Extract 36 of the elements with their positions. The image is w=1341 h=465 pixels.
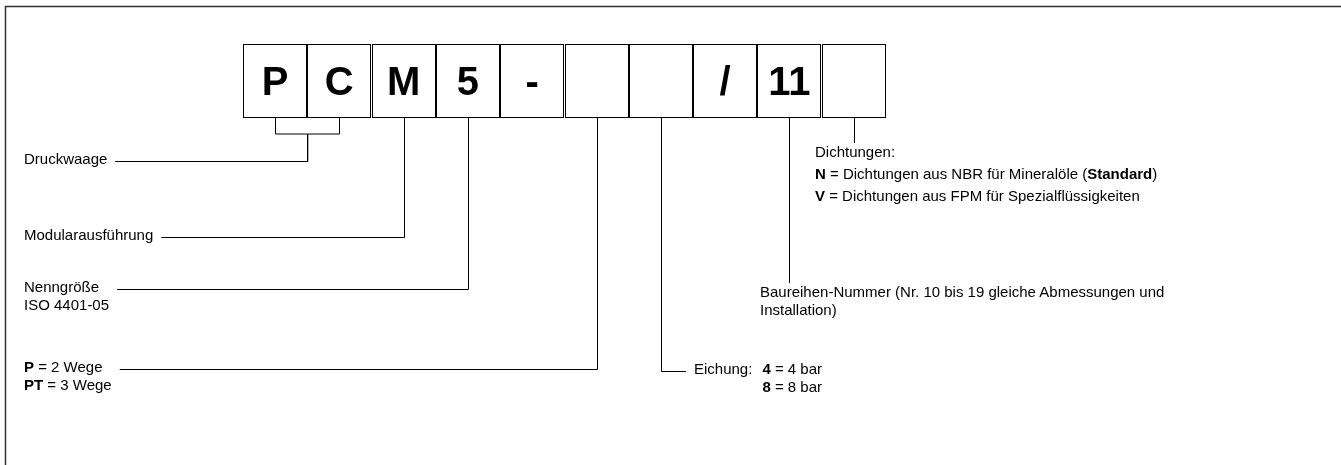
code-character: 5 — [456, 58, 479, 104]
option-line: N = Dichtungen aus NBR für Mineralöle (Standard) — [815, 165, 1158, 183]
leader-line — [160, 117, 405, 238]
code-character-box — [500, 44, 565, 118]
option-line: 8 = 8 bar — [762, 378, 822, 396]
option-line: Druckwaage — [24, 150, 108, 168]
code-character-box — [243, 44, 307, 118]
option-heading: Dichtungen: — [815, 143, 897, 161]
empty-code-box — [821, 44, 886, 118]
code-character-box — [757, 44, 822, 118]
code-character: C — [324, 58, 354, 104]
option-line: Modularausführung — [24, 226, 154, 244]
option-line: 4 = 4 bar — [762, 360, 822, 378]
empty-code-box — [628, 44, 693, 118]
option-line: PT = 3 Wege — [24, 376, 112, 394]
code-character-box — [371, 44, 436, 118]
code-character-box — [435, 44, 500, 118]
code-character: / — [719, 58, 731, 104]
code-character: 11 — [768, 58, 811, 104]
code-character-box — [307, 44, 372, 118]
option-line: V = Dichtungen aus FPM für Spezialflüssigkeiten — [815, 187, 1141, 205]
option-line: Baureihen-Nummer (Nr. 10 bis 19 gleiche Abmessungen und Installation) — [760, 283, 1166, 319]
code-character: M — [386, 58, 421, 104]
code-character: - — [525, 58, 539, 104]
leader-line — [789, 117, 790, 284]
option-heading: Eichung: — [694, 360, 753, 379]
option-heading: Nenngröße — [24, 278, 101, 296]
leader-line — [116, 117, 469, 290]
option-line: ISO 4401-05 — [24, 296, 110, 314]
leader-line — [661, 117, 687, 372]
code-character: P — [261, 58, 289, 104]
empty-code-box — [564, 44, 629, 118]
option-line: P = 2 Wege — [24, 358, 104, 376]
code-character-box — [693, 44, 758, 118]
leader-line — [119, 117, 598, 370]
leader-line — [854, 117, 855, 144]
